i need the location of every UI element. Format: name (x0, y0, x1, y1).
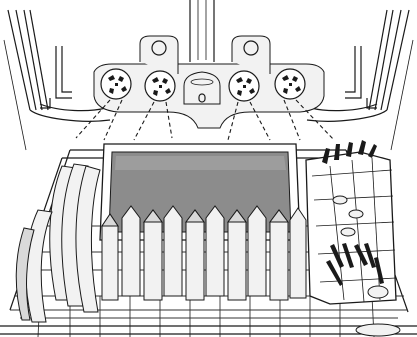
spray-nozzle-3 (229, 71, 259, 101)
rack-foreground (0, 324, 417, 336)
large-plates (16, 164, 100, 322)
spray-manifold (94, 0, 324, 128)
cutlery-basket (306, 140, 396, 304)
spray-nozzle-2 (145, 71, 175, 101)
spray-nozzle-4 (275, 69, 305, 99)
spray-nozzle-1 (101, 69, 131, 99)
